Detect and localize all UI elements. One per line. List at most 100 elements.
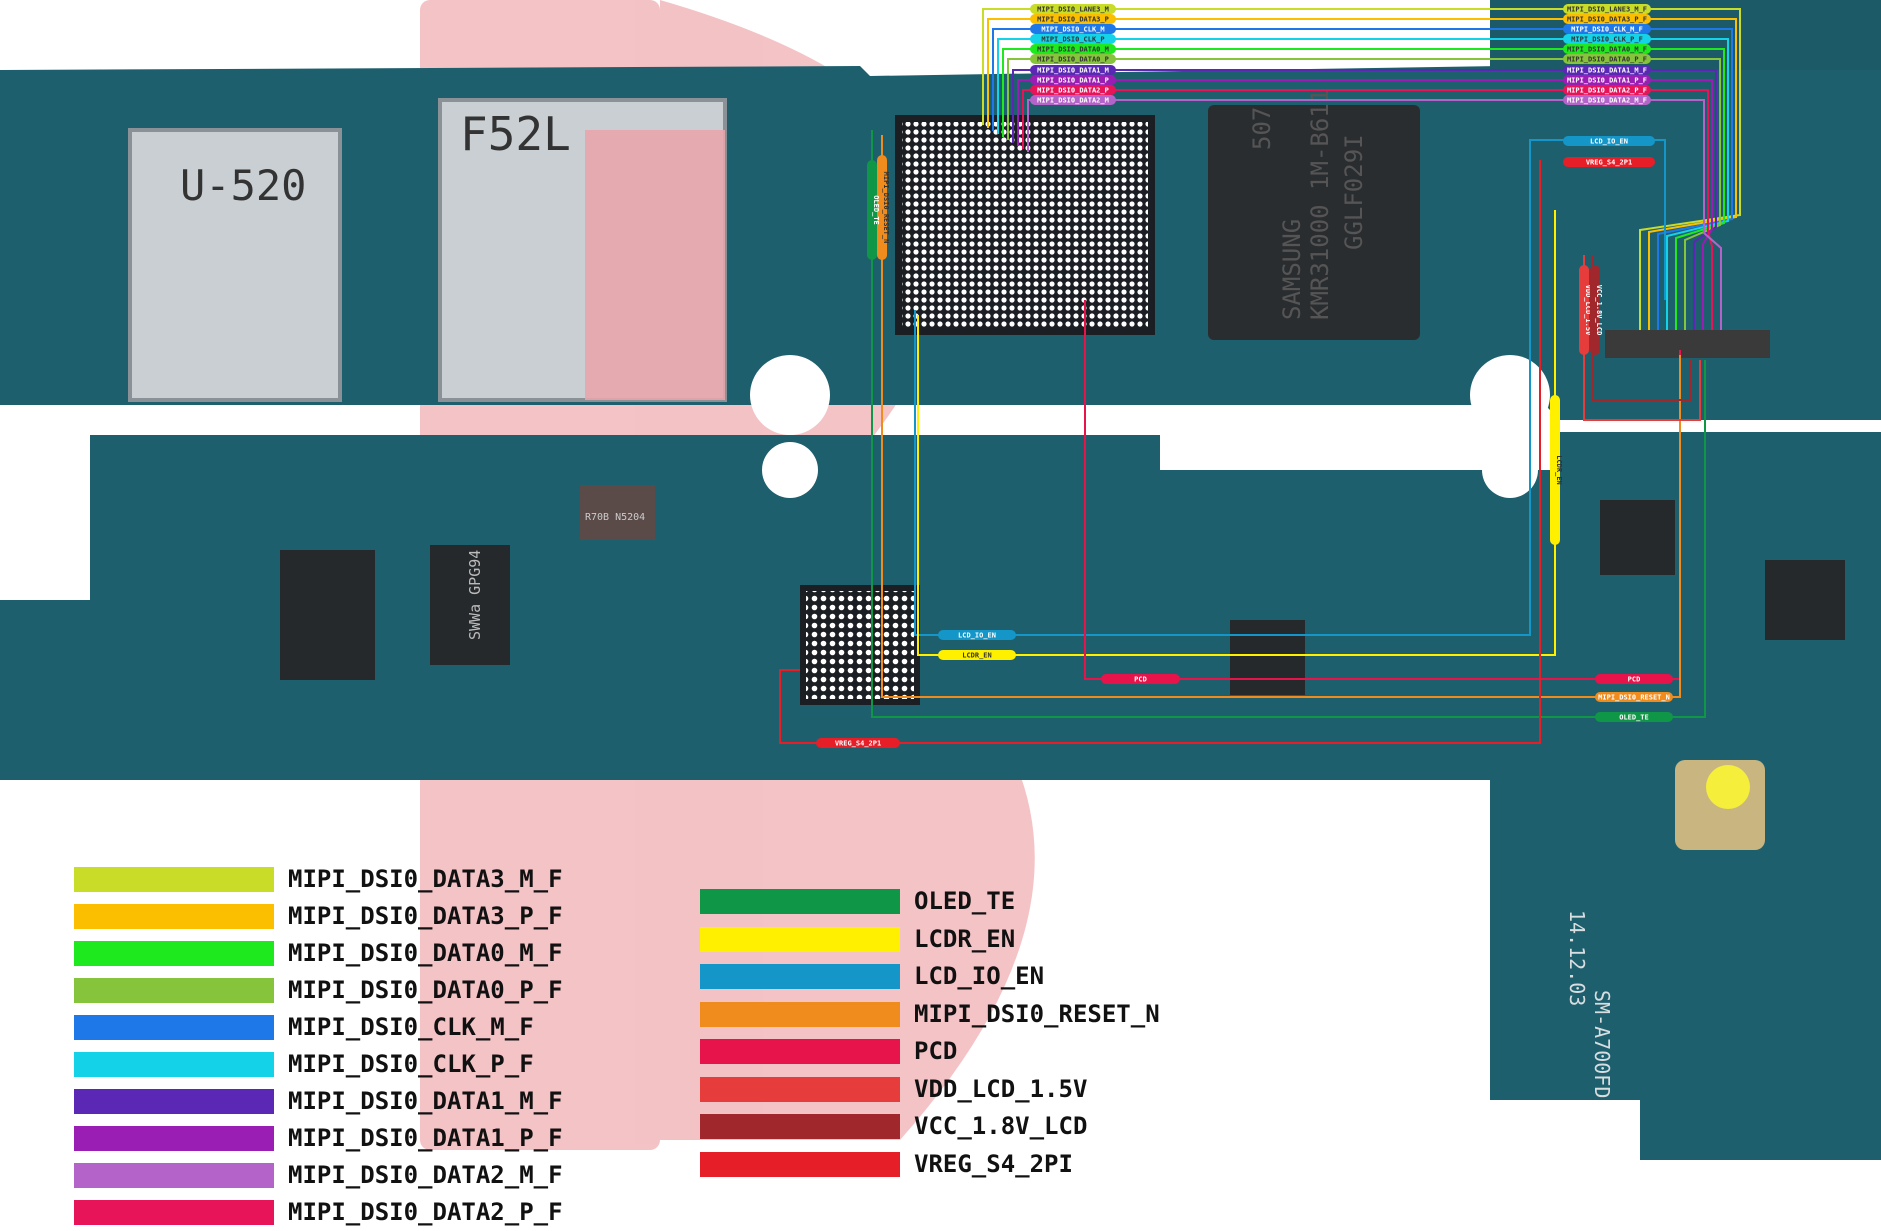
chip-label-r70b: R70B N5204 xyxy=(585,512,645,523)
svg-text:MIPI_DSI0_CLK_M: MIPI_DSI0_CLK_M xyxy=(1041,26,1104,34)
svg-text:MIPI_DSI0_LANE3_M: MIPI_DSI0_LANE3_M xyxy=(1037,6,1109,14)
legend-label: LCDR_EN xyxy=(914,924,1016,953)
svg-text:LCD_IO_EN: LCD_IO_EN xyxy=(1590,138,1628,146)
legend-swatch xyxy=(700,1001,900,1027)
legend-swatch xyxy=(700,926,900,952)
svg-text:LCDR_EN: LCDR_EN xyxy=(962,652,992,660)
trace-label-vreg-right: VREG_S4_2P1 xyxy=(1563,157,1655,167)
trace-label-lcd-io-en-right: LCD_IO_EN xyxy=(1563,136,1655,146)
legend-label: VDD_LCD_1.5V xyxy=(914,1074,1088,1103)
display-connector xyxy=(1605,330,1770,358)
legend-label: LCD_IO_EN xyxy=(914,962,1045,990)
legend-swatch xyxy=(74,1126,274,1151)
svg-text:MIPI_DSI0_DATA2_P_F: MIPI_DSI0_DATA2_P_F xyxy=(1567,87,1647,95)
trace-label-pcd-left: PCD xyxy=(1101,674,1180,684)
trace-label-lcd-io-en-bottom: LCD_IO_EN xyxy=(938,630,1016,640)
trace-mipi-dsi0-data0-p xyxy=(1007,58,1721,330)
legend-label: MIPI_DSI0_RESET_N xyxy=(914,999,1160,1028)
sim-tray-1 xyxy=(128,128,342,402)
svg-text:MIPI_DSI0_DATA0_P: MIPI_DSI0_DATA0_P xyxy=(1037,56,1109,64)
trace-label-left-4: MIPI_DSI0_DATA0_M xyxy=(1030,44,1116,54)
trace-label-left-1: MIPI_DSI0_DATA3_P xyxy=(1030,14,1116,24)
trace-label-oled-te-right: OLED_TE xyxy=(1595,712,1673,722)
chip-gpg94 xyxy=(430,545,510,665)
svg-text:MIPI_DSI0_DATA2_M_F: MIPI_DSI0_DATA2_M_F xyxy=(1567,97,1647,105)
trace-label-left-9: MIPI_DSI0_DATA2_M xyxy=(1030,95,1116,105)
legend-swatch xyxy=(74,1089,274,1114)
soc-bga-chip xyxy=(895,115,1155,335)
legend-label: MIPI_DSI0_DATA2_M_F xyxy=(288,1161,563,1189)
trace-mipi-dsi0-data1-m xyxy=(1012,69,1717,330)
trace-label-vcc-vertical: VCC_1.8V_LCD xyxy=(1590,265,1603,355)
svg-text:MIPI_DSI0_RESET_N: MIPI_DSI0_RESET_N xyxy=(882,172,890,244)
trace-label-reset-vertical: MIPI_DSI0_RESET_N xyxy=(877,155,890,260)
trace-label-vdd-vertical: VDD_LCD_1.5V xyxy=(1579,265,1592,355)
trace-label-right-5: MIPI_DSI0_DATA0_P_F xyxy=(1563,54,1651,64)
svg-text:MIPI_DSI0_RESET_N: MIPI_DSI0_RESET_N xyxy=(1598,694,1670,702)
legend-swatch xyxy=(700,964,900,989)
trace-mipi-dsi0-data1-p xyxy=(1017,79,1713,330)
svg-text:MIPI_DSI0_DATA0_M: MIPI_DSI0_DATA0_M xyxy=(1037,46,1109,54)
trace-label-vreg-bottom: VREG_S4_2P1 xyxy=(816,738,900,748)
svg-text:MIPI_DSI0_DATA1_P: MIPI_DSI0_DATA1_P xyxy=(1037,77,1109,85)
svg-text:VREG_S4_2P1: VREG_S4_2P1 xyxy=(1586,159,1632,167)
trace-label-lcdr-en-vertical: LCDR_EN xyxy=(1550,395,1563,545)
svg-text:OLED_TE: OLED_TE xyxy=(1619,714,1649,722)
legend-swatch xyxy=(74,941,274,966)
trace-mipi-dsi0-data0-m xyxy=(1002,48,1725,330)
trace-label-reset-right: MIPI_DSI0_RESET_N xyxy=(1595,692,1673,702)
svg-text:PCD: PCD xyxy=(1628,676,1641,684)
svg-text:PCD: PCD xyxy=(1134,676,1147,684)
svg-text:MIPI_DSI0_DATA0_P_F: MIPI_DSI0_DATA0_P_F xyxy=(1567,56,1647,64)
legend-label: VREG_S4_2PI xyxy=(914,1149,1073,1178)
svg-text:MIPI_DSI0_DATA1_P_F: MIPI_DSI0_DATA1_P_F xyxy=(1567,77,1647,85)
trace-label-right-9: MIPI_DSI0_DATA2_M_F xyxy=(1563,95,1651,105)
svg-text:MIPI_DSI0_DATA2_P: MIPI_DSI0_DATA2_P xyxy=(1037,87,1109,95)
trace-label-right-6: MIPI_DSI0_DATA1_M_F xyxy=(1563,65,1651,75)
trace-label-left-0: MIPI_DSI0_LANE3_M xyxy=(1030,4,1116,14)
legend-label: MIPI_DSI0_DATA0_P_F xyxy=(288,976,563,1004)
board-date-text: 14.12.03 xyxy=(1565,910,1589,1006)
trace-oled-te xyxy=(871,130,1706,718)
chip-label-gpg94: SWWa GPG94 xyxy=(466,550,484,640)
trace-mipi-dsi0-data2-m xyxy=(1027,99,1722,330)
legend-label: MIPI_DSI0_DATA3_P_F xyxy=(288,902,563,930)
trace-label-right-7: MIPI_DSI0_DATA1_P_F xyxy=(1563,75,1651,85)
svg-text:MIPI_DSI0_CLK_M_F: MIPI_DSI0_CLK_M_F xyxy=(1571,26,1643,34)
svg-text:MIPI_DSI0_LANE3_M_F: MIPI_DSI0_LANE3_M_F xyxy=(1567,6,1647,14)
chip-text-part: KMR31000 1M-B611 xyxy=(1306,89,1334,320)
legend-label: MIPI_DSI0_DATA0_M_F xyxy=(288,939,563,967)
svg-text:OLED_TE: OLED_TE xyxy=(872,195,880,225)
sim-label-2: F52L xyxy=(460,107,571,161)
trace-mipi-dsi0-lane3-m xyxy=(982,8,1741,330)
memory-chip: SAMSUNG KMR31000 1M-B611 GGLF029I 507 xyxy=(1208,89,1420,340)
legend-label: MIPI_DSI0_DATA1_P_F xyxy=(288,1124,563,1152)
trace-label-right-3: MIPI_DSI0_CLK_P_F xyxy=(1563,34,1651,44)
legend-label: MIPI_DSI0_DATA2_P_F xyxy=(288,1198,563,1226)
trace-label-oled-te-vertical: OLED_TE xyxy=(867,160,880,260)
trace-label-left-7: MIPI_DSI0_DATA1_P xyxy=(1030,75,1116,85)
legend-swatch xyxy=(700,889,900,914)
svg-text:MIPI_DSI0_DATA3_P: MIPI_DSI0_DATA3_P xyxy=(1037,16,1109,24)
legend-swatch xyxy=(74,867,274,892)
chip-text-samsung: SAMSUNG xyxy=(1278,219,1306,320)
sim-label-1: U-520 xyxy=(180,161,306,210)
legend-swatch xyxy=(700,1076,900,1102)
svg-text:MIPI_DSI0_CLK_P_F: MIPI_DSI0_CLK_P_F xyxy=(1571,36,1643,44)
legend-swatch xyxy=(74,978,274,1003)
svg-text:VCC_1.8V_LCD: VCC_1.8V_LCD xyxy=(1595,285,1603,336)
trace-reset-n xyxy=(881,135,1681,698)
legend-swatch xyxy=(74,904,274,929)
trace-vreg-s4 xyxy=(779,160,1541,744)
legend-swatch xyxy=(74,1052,274,1077)
svg-text:MIPI_DSI0_DATA3_P_F: MIPI_DSI0_DATA3_P_F xyxy=(1567,16,1647,24)
svg-text:VDD_LCD_1.5V: VDD_LCD_1.5V xyxy=(1584,285,1592,336)
chip-text-lot: GGLF029I xyxy=(1340,134,1368,250)
legend-label: VCC_1.8V_LCD xyxy=(914,1112,1088,1140)
trace-label-layer: MIPI_DSI0_LANE3_M MIPI_DSI0_LANE3_M_F MIPI… xyxy=(816,4,1673,748)
trace-mipi-dsi0-clk-p xyxy=(997,38,1729,330)
trace-label-pcd-right: PCD xyxy=(1595,674,1673,684)
legend-swatch xyxy=(74,1015,274,1040)
chip-left xyxy=(280,550,375,680)
